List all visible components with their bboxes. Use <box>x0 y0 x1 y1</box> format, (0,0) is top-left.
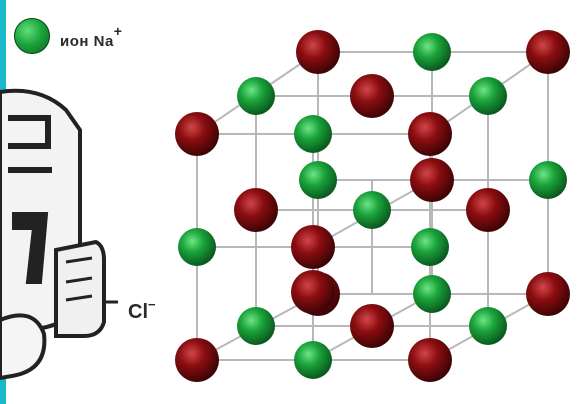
cl-ion <box>350 304 394 348</box>
na-ion <box>413 275 451 313</box>
cl-ion <box>291 270 335 314</box>
container-drawing <box>0 88 118 381</box>
na-ion <box>294 115 332 153</box>
cl-ion <box>350 74 394 118</box>
na-ion <box>353 191 391 229</box>
na-ion <box>469 77 507 115</box>
cl-ion <box>408 338 452 382</box>
na-ion <box>299 161 337 199</box>
cl-label-text: Cl <box>128 301 148 323</box>
na-ion <box>294 341 332 379</box>
legend-cl-label: Cl− <box>128 297 156 324</box>
legend-na-label: ион Na+ <box>60 23 122 50</box>
cl-ion <box>234 188 278 232</box>
na-ion <box>178 228 216 266</box>
na-charge: + <box>113 22 123 39</box>
cl-ion <box>291 225 335 269</box>
na-label-text: ион Na <box>60 32 114 50</box>
na-ion <box>237 77 275 115</box>
na-ion <box>237 307 275 345</box>
cl-ion <box>175 112 219 156</box>
na-ion <box>413 33 451 71</box>
legend-na-ion: ион Na+ <box>14 18 122 54</box>
ions <box>175 30 570 382</box>
na-ion <box>529 161 567 199</box>
cl-ion <box>408 112 452 156</box>
cl-ion <box>175 338 219 382</box>
cl-ion <box>296 30 340 74</box>
cl-ion <box>410 158 454 202</box>
cl-ion <box>466 188 510 232</box>
cl-ion <box>526 272 570 316</box>
na-ion <box>411 228 449 266</box>
cl-charge: − <box>148 297 156 312</box>
cl-ion <box>526 30 570 74</box>
na-ion <box>469 307 507 345</box>
na-ion-swatch-icon <box>14 18 50 54</box>
